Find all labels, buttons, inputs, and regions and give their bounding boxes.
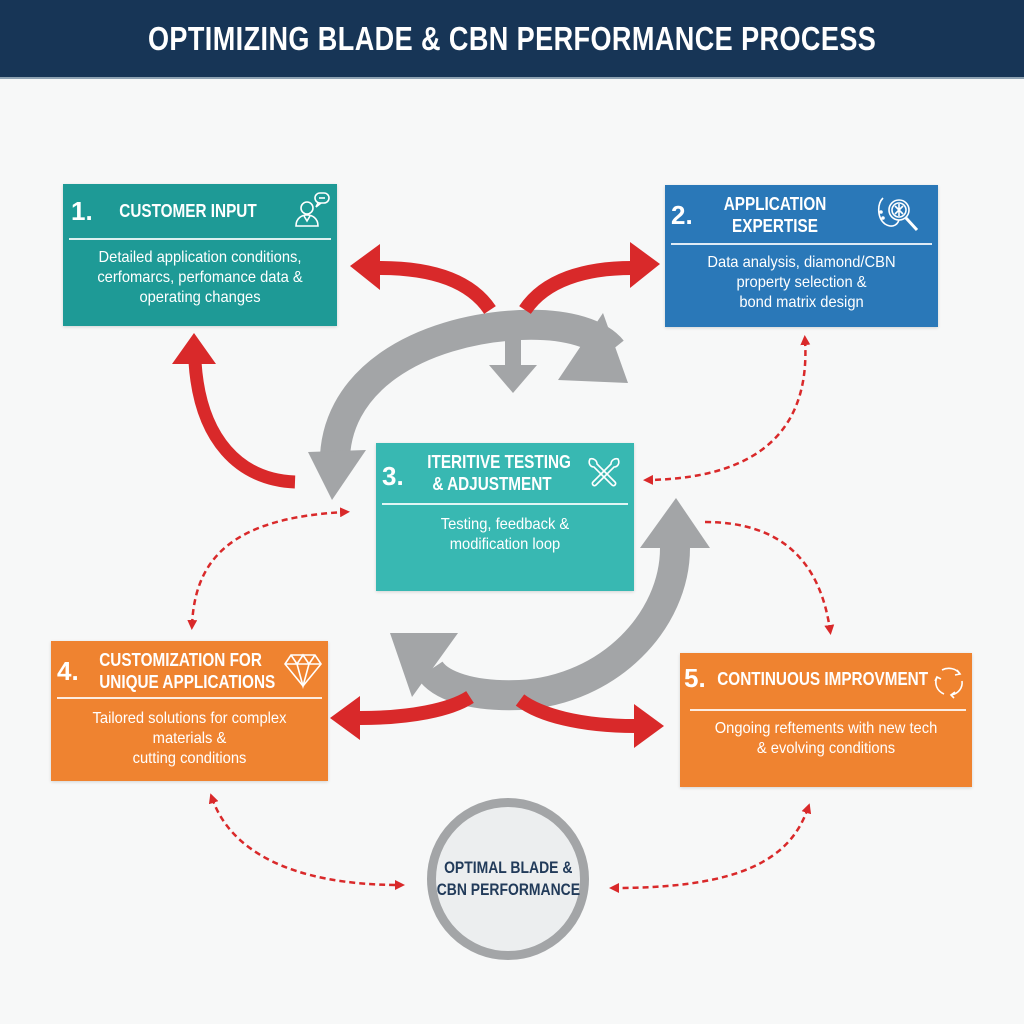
- cycle-arrows-icon: [934, 667, 963, 699]
- step-description: Ongoing reftements with new tech & evolv…: [714, 720, 938, 757]
- dashed-arrow-step5-to-goal: [609, 803, 812, 893]
- gray-arrowhead-up: [640, 498, 710, 548]
- red-arrow-to-step1: [350, 244, 496, 315]
- customer-speech-icon: [295, 192, 330, 227]
- divider: [57, 697, 322, 699]
- step-number: 2.: [671, 200, 693, 230]
- wrench-tools-icon: [588, 457, 620, 487]
- header-bar: OPTIMIZING BLADE & CBN PERFORMANCE PROCE…: [0, 0, 1024, 79]
- step-description: Tailored solutions for complex materials…: [92, 710, 287, 767]
- magnifier-analysis-icon: [877, 197, 919, 232]
- gray-arrowhead-left: [390, 633, 458, 697]
- gray-arrowhead-down: [489, 365, 537, 393]
- dashed-arrow-step4-to-step3: [187, 507, 350, 630]
- gray-loop-top-arrow: [308, 309, 628, 500]
- red-arrow-up-to-step1: [172, 333, 296, 489]
- gray-arrowhead-right: [558, 313, 628, 383]
- step-3-card: 3. ITERITIVE TESTING & ADJUSTMENT Testin…: [376, 443, 634, 591]
- page-title: OPTIMIZING BLADE & CBN PERFORMANCE PROCE…: [147, 19, 877, 57]
- step-title: ITERITIVE TESTING & ADJUSTMENT: [427, 452, 571, 494]
- step-description: Testing, feedback & modification loop: [440, 516, 570, 553]
- divider: [382, 503, 628, 505]
- goal-circle: OPTIMAL BLADE & CBN PERFORMANCE: [427, 798, 589, 960]
- red-arrow-to-step4: [330, 690, 474, 740]
- step-description: Data analysis, diamond/CBN property sele…: [707, 254, 896, 311]
- dashed-arrow-step4-to-goal: [208, 793, 405, 890]
- step-number: 4.: [57, 656, 79, 686]
- step-title: APPLICATION EXPERTISE: [723, 194, 827, 236]
- divider: [690, 709, 966, 711]
- step-number: 3.: [382, 461, 404, 491]
- gray-arrowhead-left-down: [308, 450, 366, 500]
- step-title: CONTINUOUS IMPROVMENT: [717, 669, 929, 689]
- divider: [69, 238, 331, 240]
- goal-text-line-1: OPTIMAL BLADE &: [443, 858, 573, 877]
- step-2-card: 2. APPLICATION EXPERTISE Data analysis, …: [665, 185, 938, 327]
- step-number: 1.: [71, 196, 93, 226]
- dashed-arrow-step3-to-step5: [704, 520, 835, 635]
- goal-text-line-2: CBN PERFORMANCE: [436, 880, 580, 899]
- red-arrow-to-step2: [519, 242, 660, 315]
- gray-loop-bottom-arrow: [390, 498, 710, 711]
- step-description: Detailed application conditions, cerfoma…: [97, 249, 303, 306]
- dashed-arrow-step2-to-step3: [643, 335, 811, 485]
- step-5-card: 5. CONTINUOUS IMPROVMENT Ongoing refteme…: [680, 653, 972, 787]
- step-1-card: 1. CUSTOMER INPUT Detailed application c…: [63, 184, 337, 326]
- diamond-icon: [284, 653, 322, 689]
- red-arrow-to-step5: [515, 694, 664, 748]
- step-4-card: 4. CUSTOMIZATION FOR UNIQUE APPLICATIONS…: [51, 641, 328, 781]
- step-title: CUSTOMER INPUT: [119, 201, 257, 221]
- step-number: 5.: [684, 663, 706, 693]
- step-title: CUSTOMIZATION FOR UNIQUE APPLICATIONS: [99, 650, 276, 692]
- divider: [671, 243, 932, 245]
